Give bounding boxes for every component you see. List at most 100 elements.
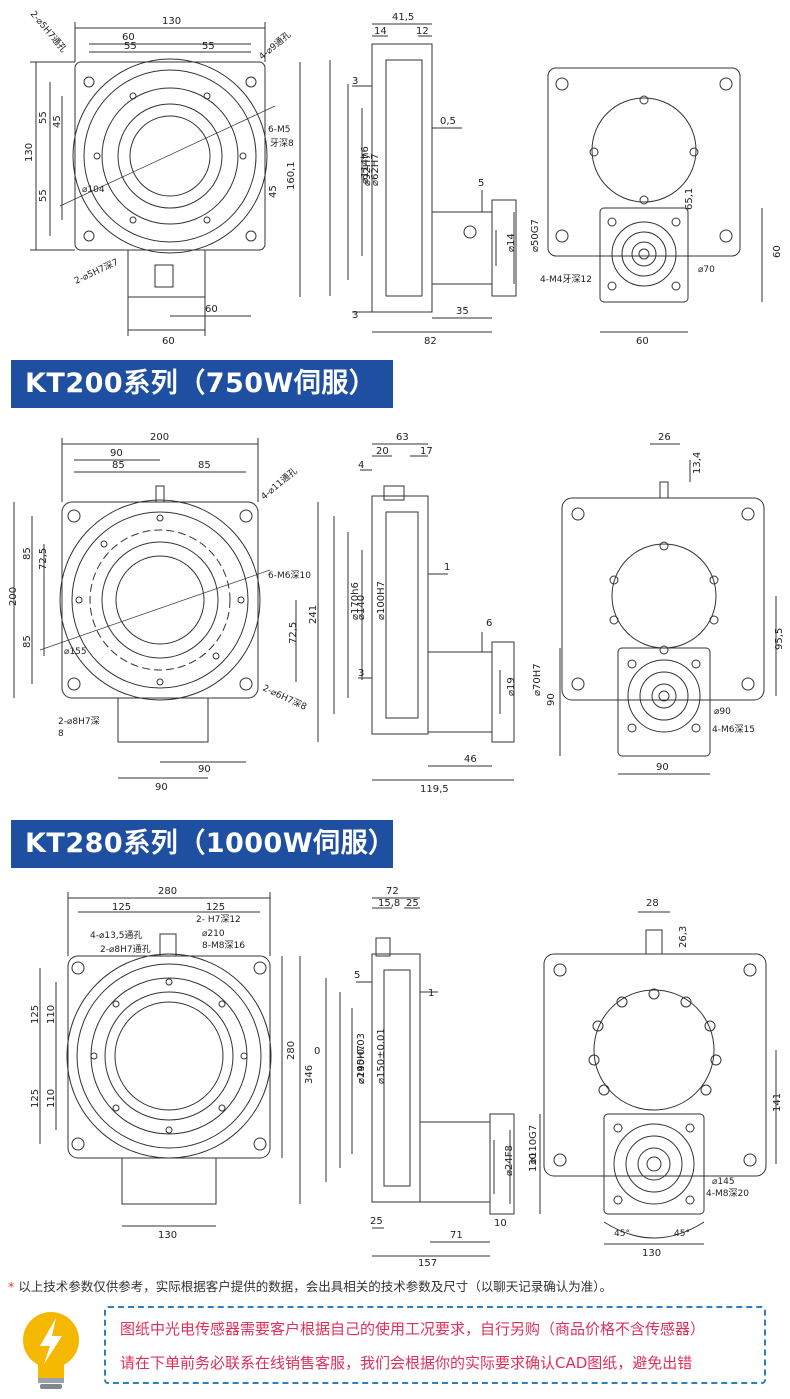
svg-text:130: 130 bbox=[642, 1248, 661, 1259]
svg-text:90: 90 bbox=[198, 764, 211, 775]
svg-text:4-⌀13,5通孔: 4-⌀13,5通孔 bbox=[90, 930, 142, 941]
svg-text:82: 82 bbox=[424, 336, 437, 347]
svg-text:71: 71 bbox=[450, 1230, 463, 1241]
svg-text:130: 130 bbox=[24, 143, 35, 162]
svg-text:72,5: 72,5 bbox=[288, 622, 299, 644]
kt130-dim-130: 130 bbox=[162, 16, 181, 27]
kt200-drawing: 200 90 85 85 200 85 72,5 85 72,5 241 90 … bbox=[8, 432, 785, 795]
svg-text:141: 141 bbox=[772, 1093, 783, 1112]
svg-text:⌀19: ⌀19 bbox=[506, 677, 517, 696]
svg-text:95,5: 95,5 bbox=[774, 628, 785, 650]
svg-text:0,5: 0,5 bbox=[440, 116, 456, 127]
svg-text:90: 90 bbox=[110, 448, 123, 459]
svg-text:60: 60 bbox=[122, 32, 135, 43]
svg-text:3: 3 bbox=[352, 76, 358, 87]
svg-text:⌀24F8: ⌀24F8 bbox=[504, 1145, 515, 1176]
svg-text:5: 5 bbox=[354, 970, 360, 981]
svg-text:200: 200 bbox=[150, 432, 169, 443]
svg-text:55: 55 bbox=[124, 41, 137, 52]
svg-text:346: 346 bbox=[304, 1065, 315, 1084]
svg-text:4-M6深15: 4-M6深15 bbox=[712, 724, 755, 735]
svg-text:60: 60 bbox=[772, 245, 783, 258]
svg-text:28: 28 bbox=[646, 898, 659, 909]
svg-text:90: 90 bbox=[155, 782, 168, 793]
svg-text:10: 10 bbox=[494, 1218, 507, 1229]
svg-text:130: 130 bbox=[158, 1230, 177, 1241]
svg-text:72,5: 72,5 bbox=[38, 548, 49, 570]
svg-text:46: 46 bbox=[464, 754, 477, 765]
svg-text:4-M4牙深12: 4-M4牙深12 bbox=[540, 274, 592, 285]
footer-note-text: 以上技术参数仅供参考，实际根据客户提供的数据，会出具相关的技术参数及尺寸（以聊天… bbox=[18, 1279, 613, 1294]
svg-text:3: 3 bbox=[358, 668, 364, 679]
svg-text:130: 130 bbox=[528, 1153, 539, 1172]
svg-text:90: 90 bbox=[546, 693, 557, 706]
svg-text:13,4: 13,4 bbox=[692, 452, 703, 474]
svg-text:⌀140: ⌀140 bbox=[356, 595, 367, 620]
svg-text:1: 1 bbox=[444, 562, 450, 573]
svg-text:241: 241 bbox=[308, 605, 319, 624]
svg-text:65,1: 65,1 bbox=[684, 188, 695, 210]
svg-text:200: 200 bbox=[8, 587, 19, 606]
svg-text:⌀195H7: ⌀195H7 bbox=[356, 1045, 367, 1084]
svg-text:⌀240-0.03: ⌀240-0.03 bbox=[356, 1033, 367, 1084]
info-line-sensor: 图纸中光电传感器需要客户根据自己的使用工况要求，自行另购（商品价格不含传感器） bbox=[120, 1320, 706, 1338]
svg-text:2- H7深12: 2- H7深12 bbox=[196, 914, 241, 925]
svg-text:⌀62H7: ⌀62H7 bbox=[370, 153, 381, 186]
svg-text:4-⌀11通孔: 4-⌀11通孔 bbox=[259, 466, 300, 503]
footer-note: *以上技术参数仅供参考，实际根据客户提供的数据，会出具相关的技术参数及尺寸（以聊… bbox=[8, 1276, 778, 1295]
svg-text:4-⌀9通孔: 4-⌀9通孔 bbox=[257, 29, 293, 62]
svg-text:26,3: 26,3 bbox=[678, 926, 689, 948]
svg-text:125: 125 bbox=[112, 902, 131, 913]
svg-text:⌀210: ⌀210 bbox=[202, 929, 225, 939]
kt280-drawing-section: 280 125 125 4-⌀13,5通孔 2-⌀8H7通孔 2- H7深12 … bbox=[0, 882, 790, 1268]
svg-text:⌀100H7: ⌀100H7 bbox=[376, 581, 387, 620]
svg-text:280: 280 bbox=[286, 1041, 297, 1060]
svg-text:45°: 45° bbox=[614, 1229, 630, 1239]
kt200-drawing-section: 200 90 85 85 200 85 72,5 85 72,5 241 90 … bbox=[0, 420, 790, 800]
svg-text:85: 85 bbox=[22, 635, 33, 648]
kt200-flange-plate bbox=[61, 501, 259, 699]
svg-text:6: 6 bbox=[486, 618, 492, 629]
svg-text:⌀170h6: ⌀170h6 bbox=[350, 582, 361, 620]
svg-text:⌀150±0.01: ⌀150±0.01 bbox=[376, 1028, 387, 1084]
svg-text:牙深8: 牙深8 bbox=[270, 138, 294, 149]
svg-text:15,8: 15,8 bbox=[378, 898, 400, 909]
svg-text:26: 26 bbox=[658, 432, 671, 443]
svg-text:85: 85 bbox=[22, 547, 33, 560]
svg-text:⌀155: ⌀155 bbox=[64, 647, 87, 657]
svg-text:⌀145: ⌀145 bbox=[712, 1177, 735, 1187]
svg-text:85: 85 bbox=[198, 460, 211, 471]
svg-text:35: 35 bbox=[456, 306, 469, 317]
svg-text:45: 45 bbox=[268, 185, 279, 198]
svg-text:60: 60 bbox=[636, 336, 649, 347]
svg-text:63: 63 bbox=[396, 432, 409, 443]
svg-text:2-⌀8H7通孔: 2-⌀8H7通孔 bbox=[100, 944, 151, 955]
svg-text:2-⌀6H7深8: 2-⌀6H7深8 bbox=[261, 683, 309, 713]
svg-text:14: 14 bbox=[374, 26, 387, 37]
kt200-series-banner: KT200系列（750W伺服） bbox=[11, 360, 393, 408]
svg-text:280: 280 bbox=[158, 886, 177, 897]
svg-text:90: 90 bbox=[656, 762, 669, 773]
svg-text:⌀70H7: ⌀70H7 bbox=[532, 663, 543, 696]
svg-text:6-M6深10: 6-M6深10 bbox=[268, 570, 311, 581]
kt130-rear-plate bbox=[547, 67, 741, 257]
svg-text:⌀50G7: ⌀50G7 bbox=[530, 219, 541, 252]
svg-text:45°: 45° bbox=[674, 1229, 690, 1239]
kt130-outer-ring bbox=[72, 58, 268, 254]
svg-text:110: 110 bbox=[46, 1005, 57, 1024]
svg-text:41,5: 41,5 bbox=[392, 12, 414, 23]
svg-text:17: 17 bbox=[420, 446, 433, 457]
svg-text:125: 125 bbox=[206, 902, 225, 913]
svg-text:⌀14: ⌀14 bbox=[506, 233, 517, 252]
svg-text:85: 85 bbox=[112, 460, 125, 471]
svg-text:160,1: 160,1 bbox=[286, 161, 297, 190]
svg-text:72: 72 bbox=[386, 886, 399, 897]
svg-text:⌀92H7: ⌀92H7 bbox=[362, 153, 373, 186]
svg-text:5: 5 bbox=[478, 178, 484, 189]
svg-text:125: 125 bbox=[30, 1089, 41, 1108]
svg-text:4-M8深20: 4-M8深20 bbox=[706, 1188, 749, 1199]
info-line-contact: 请在下单前务必联系在线销售客服，我们会根据你的实际要求确认CAD图纸，避免出错 bbox=[120, 1354, 693, 1372]
svg-text:125: 125 bbox=[30, 1005, 41, 1024]
svg-text:110: 110 bbox=[46, 1089, 57, 1108]
lightbulb-icon bbox=[18, 1308, 84, 1392]
